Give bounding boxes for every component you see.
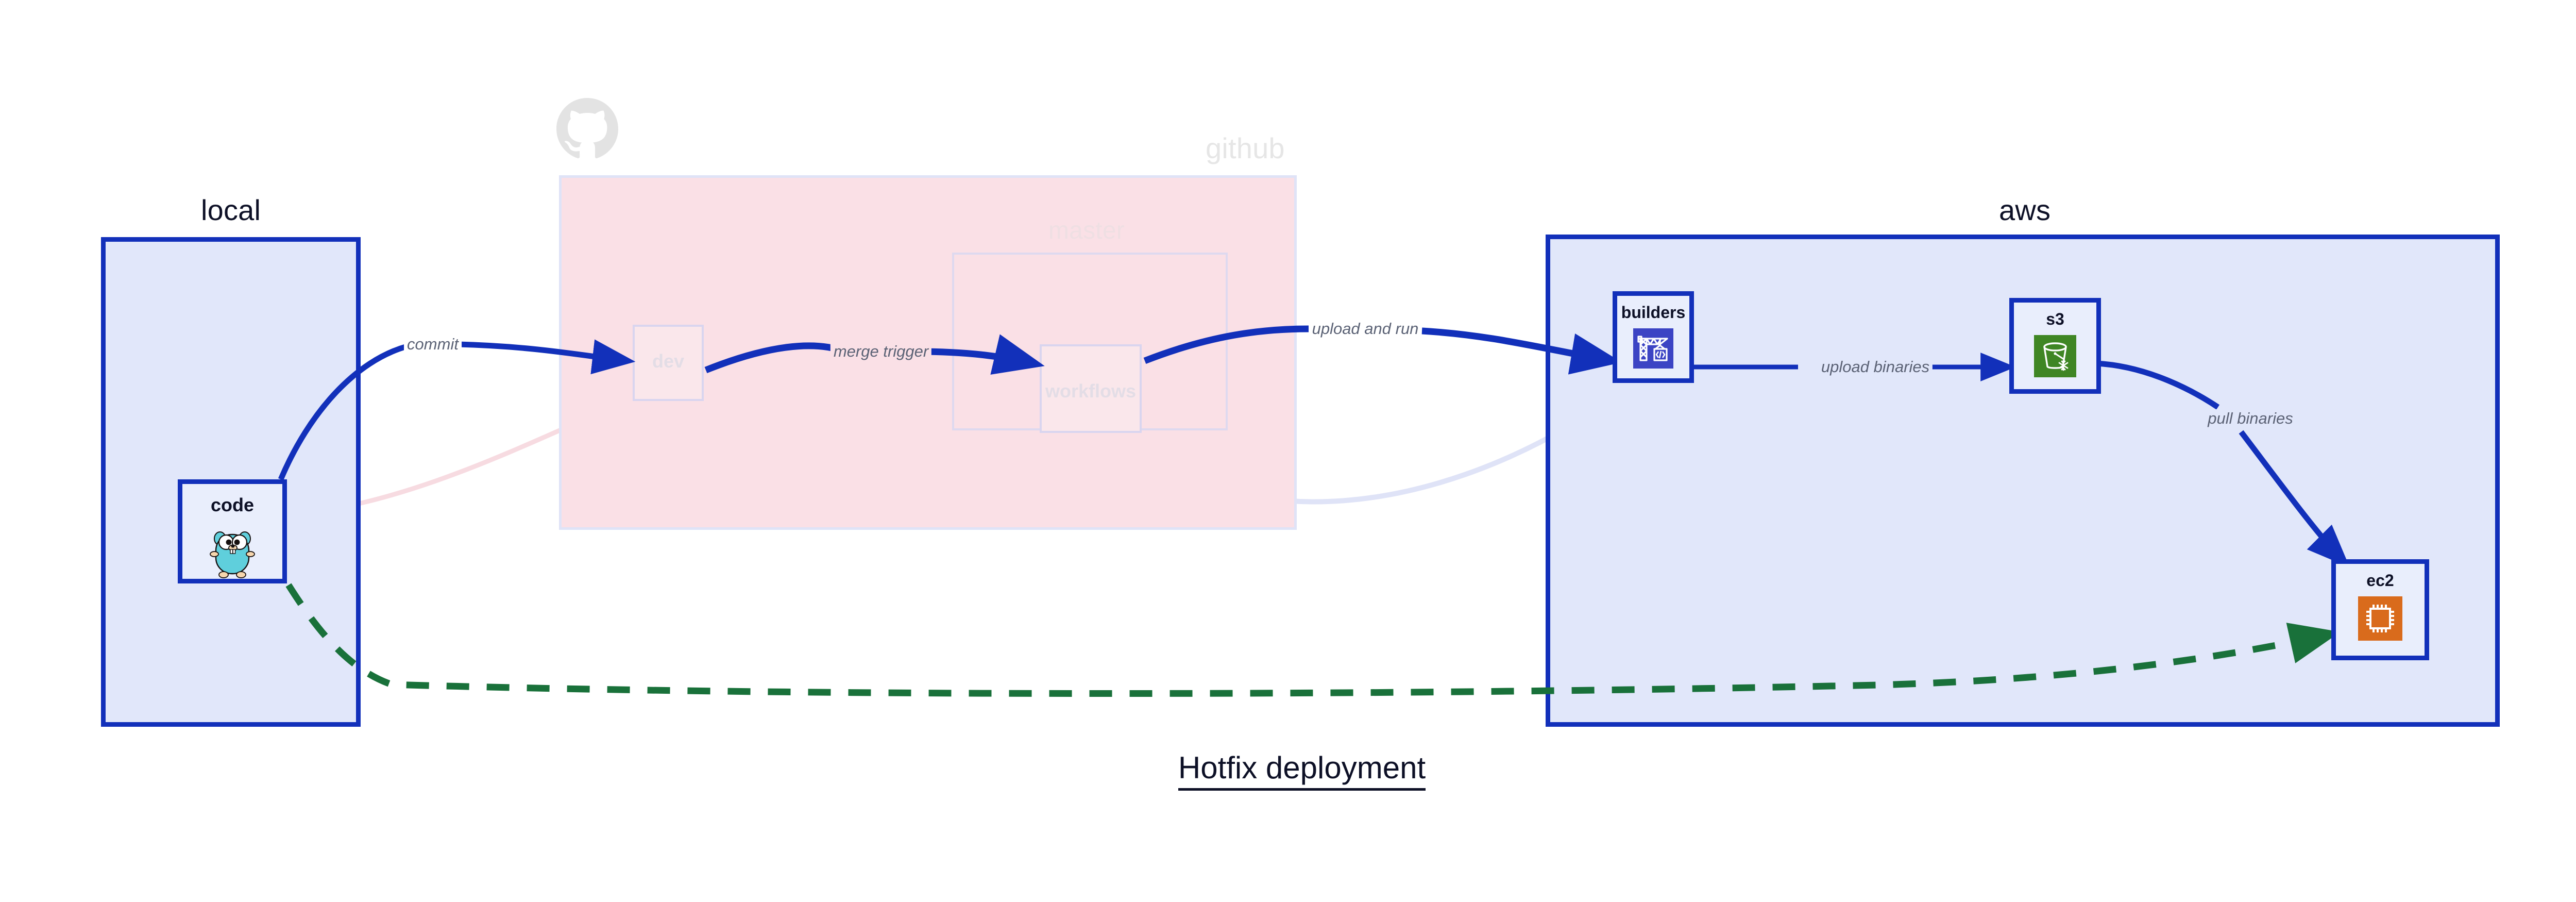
node-code[interactable]: code [178,479,287,583]
frame-master-title: master [1048,217,1125,244]
diagram-caption-text: Hotfix deployment [1178,750,1426,791]
aws-ec2-icon [2358,596,2402,643]
edge-label-upload-and-run: upload and run [1309,320,1422,338]
node-workflows-label: workflows [1045,380,1137,402]
node-s3[interactable]: s3 [2009,298,2101,394]
group-local-title: local [201,194,261,226]
edge-label-merge-trigger: merge trigger [830,342,932,361]
node-code-label: code [210,494,255,515]
node-builders[interactable]: builders [1613,291,1694,383]
diagram-caption: Hotfix deployment [0,750,2576,791]
group-github-title: github [1206,132,1285,164]
go-gopher-icon [207,525,258,582]
node-dev-label: dev [652,350,685,372]
node-ec2-label: ec2 [2366,571,2394,590]
node-ec2[interactable]: ec2 [2331,559,2429,660]
edge-label-upload-binaries: upload binaries [1818,358,1933,376]
node-workflows[interactable]: workflows [1040,344,1142,433]
edge-label-pull-binaries: pull binaries [2205,409,2296,428]
aws-s3-glacier-icon [2034,335,2076,380]
group-aws-title: aws [1999,194,2051,226]
node-dev[interactable]: dev [633,325,704,401]
node-builders-label: builders [1621,303,1686,322]
node-s3-label: s3 [2046,310,2064,328]
github-octocat-icon [556,98,618,159]
edge-label-commit: commit [404,335,462,354]
aws-codebuild-icon [1633,328,1673,371]
